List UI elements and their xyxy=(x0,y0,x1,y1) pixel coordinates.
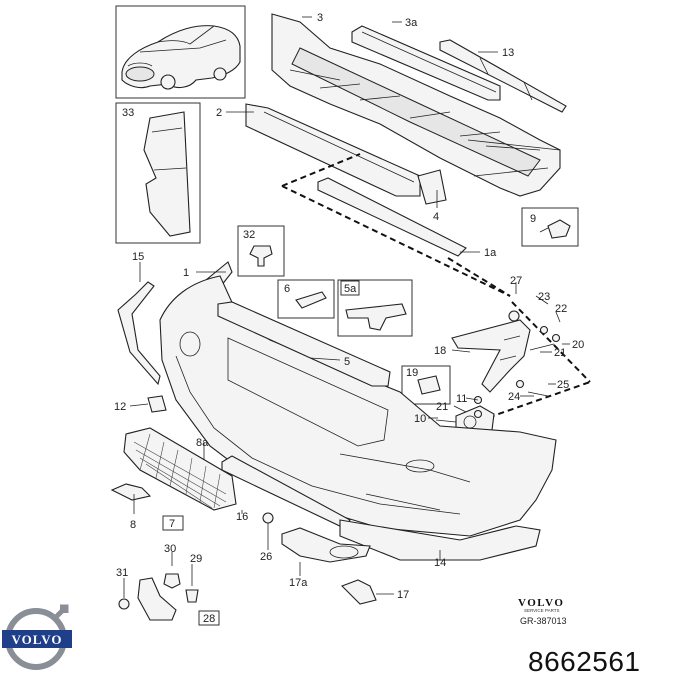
callout-6: 6 xyxy=(284,283,290,295)
part-28-box xyxy=(198,610,220,626)
part-4-bracket xyxy=(417,169,447,205)
callout-5a: 5a xyxy=(344,283,357,295)
callout-24: 24 xyxy=(508,391,520,403)
car-thumbnail xyxy=(115,5,246,99)
part-13-strip xyxy=(439,39,567,113)
callout-8a: 8a xyxy=(196,437,209,449)
part-29-clip xyxy=(185,589,199,603)
callout-26: 26 xyxy=(260,551,272,563)
part-19-clip xyxy=(401,365,451,405)
callout-8: 8 xyxy=(130,519,136,531)
callout-25: 25 xyxy=(557,379,569,391)
callout-33: 33 xyxy=(122,107,134,119)
part-5-strip xyxy=(217,301,391,387)
callout-15: 15 xyxy=(132,251,144,263)
callout-17a: 17a xyxy=(289,577,308,589)
callout-12: 12 xyxy=(114,401,126,413)
part-number: 8662561 xyxy=(528,646,641,677)
diagram-code: GR-387013 xyxy=(520,616,567,626)
part-9-clip xyxy=(521,207,579,247)
part-15-trim xyxy=(117,281,161,386)
callout-18: 18 xyxy=(434,345,446,357)
part-7-box xyxy=(162,515,184,531)
callout-19: 19 xyxy=(406,367,418,379)
part-3-reinforcement xyxy=(271,13,561,197)
callout-2: 2 xyxy=(216,107,222,119)
logo-wordmark: VOLVO xyxy=(12,632,63,647)
part-6-clip xyxy=(277,279,335,319)
part-26-screw xyxy=(262,512,274,544)
callout-10: 10 xyxy=(414,413,426,425)
part-18-bracket xyxy=(451,310,531,393)
part-32-clip xyxy=(237,225,285,277)
callout-21a: 21 xyxy=(554,347,566,359)
callout-13: 13 xyxy=(502,47,514,59)
callout-7: 7 xyxy=(169,518,175,530)
callout-1: 1 xyxy=(183,267,189,279)
part-2-absorber xyxy=(245,103,421,197)
callout-5: 5 xyxy=(344,356,350,368)
callout-9: 9 xyxy=(530,213,536,225)
callout-3a: 3a xyxy=(405,17,418,29)
part-3a-strip xyxy=(351,25,501,101)
callout-32: 32 xyxy=(243,229,255,241)
part-28-bracket xyxy=(137,577,177,621)
callout-1a: 1a xyxy=(484,247,497,259)
part-12-clip xyxy=(147,395,167,413)
callout-11: 11 xyxy=(456,393,467,405)
leader-lines xyxy=(123,16,570,598)
callout-23: 23 xyxy=(538,291,550,303)
callout-27: 27 xyxy=(510,275,522,287)
part-8a-grille xyxy=(123,427,237,511)
brand-caption: VOLVO xyxy=(518,597,564,609)
part-17-cover xyxy=(341,579,377,605)
callout-29: 29 xyxy=(190,553,202,565)
part-31-screw xyxy=(118,598,130,610)
callout-3: 3 xyxy=(317,12,323,24)
part-33-panel xyxy=(115,102,201,244)
brand-subcaption: SERVICE PARTS xyxy=(524,608,560,613)
callout-20: 20 xyxy=(572,339,584,351)
callout-22: 22 xyxy=(555,303,567,315)
part-14-lower-lip xyxy=(339,519,541,561)
callout-16: 16 xyxy=(236,511,248,523)
part-30-clip xyxy=(163,573,181,589)
callout-28: 28 xyxy=(203,613,215,625)
volvo-logo: VOLVO xyxy=(2,604,72,670)
callout-4: 4 xyxy=(433,211,439,223)
callout-31: 31 xyxy=(116,567,128,579)
brand-caption-block: VOLVO SERVICE PARTS GR-387013 xyxy=(518,597,567,626)
callout-21b: 21 xyxy=(436,401,448,413)
callout-30: 30 xyxy=(164,543,176,555)
callout-labels: 3 3a 13 2 33 4 9 1a 32 15 1 6 5a 5 27 23… xyxy=(114,12,584,625)
part-5a-label-box xyxy=(340,280,360,296)
callout-17: 17 xyxy=(397,589,409,601)
callout-14: 14 xyxy=(434,557,446,569)
part-8-bracket xyxy=(110,483,152,501)
part-17a-cover xyxy=(281,527,371,563)
